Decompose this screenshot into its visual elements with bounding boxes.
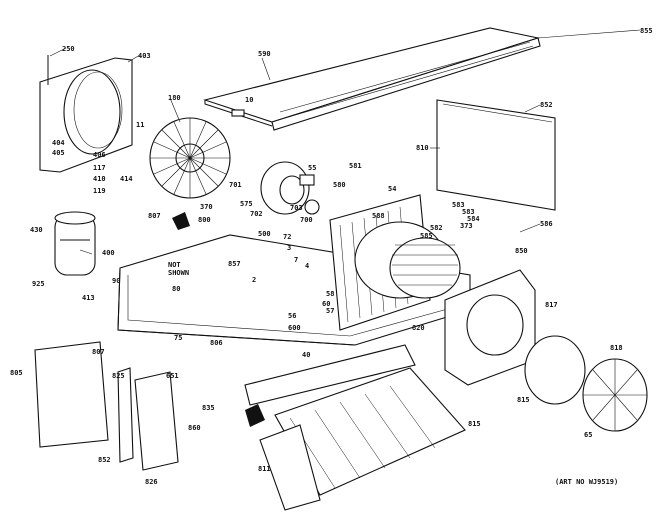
art-number: (ART NO WJ9519) [555, 478, 618, 486]
control-panel-part [34, 341, 109, 448]
callout-label: 835 [202, 404, 215, 412]
blower-housing-part [444, 269, 536, 386]
callout-label: 925 [32, 280, 45, 288]
callout-label: 850 [515, 247, 528, 255]
callout-label: 410 [93, 175, 106, 183]
callout-label: 588 [372, 212, 385, 220]
callout-label: 860 [188, 424, 201, 432]
callout-label: 55 [308, 164, 316, 172]
insulation-block-part [245, 404, 265, 427]
callout-label: 404 [52, 139, 65, 147]
motor-part [260, 161, 320, 215]
callout-label: 3 [287, 244, 291, 252]
callout-label: 40 [302, 351, 310, 359]
callout-label: 72 [283, 233, 291, 241]
callout-label: 815 [468, 420, 481, 428]
callout-label: 60 [322, 300, 330, 308]
callout-label: 403 [138, 52, 151, 60]
callout-label: 4 [305, 262, 309, 270]
top-cover-part [203, 27, 541, 131]
callout-label: 56 [288, 312, 296, 320]
blower-wheel-part [149, 117, 231, 199]
callout-label: 430 [30, 226, 43, 234]
callout-label: 852 [98, 456, 111, 464]
callout-label: 58 [326, 290, 334, 298]
callout-label: 651 [166, 372, 179, 380]
callout-label: 117 [93, 164, 106, 172]
callout-label: 811 [258, 465, 271, 473]
bracket-block-part [172, 212, 190, 230]
callout-label: 80 [172, 285, 180, 293]
callout-label: 500 [258, 230, 271, 238]
callout-label: 7 [294, 256, 298, 264]
callout-label: 815 [517, 396, 530, 404]
callout-labels: 250 403 180 590 855 852 810 10 11 404 40… [10, 27, 653, 486]
condenser-fan-part [524, 335, 648, 432]
callout-label: 855 [640, 27, 653, 35]
callout-label: 575 [240, 200, 253, 208]
callout-label: 586 [540, 220, 553, 228]
callout-label: 406 [93, 151, 106, 159]
callout-label: 700 [300, 216, 313, 224]
callout-label: 818 [610, 344, 623, 352]
callout-label: 54 [388, 185, 396, 193]
callout-label: 701 [229, 181, 242, 189]
callout-label: 75 [174, 334, 182, 342]
callout-label: 852 [540, 101, 553, 109]
callout-label: 600 [288, 324, 301, 332]
callout-label: 250 [62, 45, 75, 53]
not-shown-label: SHOWN [168, 269, 189, 277]
callout-label: 857 [228, 260, 241, 268]
callout-label: 817 [545, 301, 558, 309]
callout-label: 10 [245, 96, 253, 104]
callout-label: 806 [210, 339, 223, 347]
leader-lines [49, 29, 641, 255]
callout-label: 11 [136, 121, 144, 129]
callout-label: 180 [168, 94, 181, 102]
callout-label: 702 [250, 210, 263, 218]
callout-label: 582 [430, 224, 443, 232]
callout-label: 590 [258, 50, 271, 58]
callout-label: 703 [290, 204, 303, 212]
callout-label: 65 [584, 431, 592, 439]
callout-label: 57 [326, 307, 334, 315]
blower-scroll-part [354, 221, 461, 299]
callout-label: 413 [82, 294, 95, 302]
not-shown-label: NOT [168, 261, 181, 269]
callout-label: 581 [349, 162, 362, 170]
strip-part [117, 367, 179, 471]
front-grille-part [244, 344, 466, 511]
callout-label: 119 [93, 187, 106, 195]
compressor-part [54, 211, 96, 276]
fan-shroud-part [39, 55, 133, 173]
callout-label: 810 [416, 144, 429, 152]
callout-label: 583 [452, 201, 465, 209]
callout-label: 90 [112, 277, 120, 285]
callout-label: 825 [112, 372, 125, 380]
callout-label: 807 [92, 348, 105, 356]
callout-label: 400 [102, 249, 115, 257]
callout-label: 800 [198, 216, 211, 224]
callout-label: 807 [148, 212, 161, 220]
callout-label: 373 [460, 222, 473, 230]
callout-label: 583 [462, 208, 475, 216]
callout-label: 584 [467, 215, 480, 223]
callout-label: 585 [420, 232, 433, 240]
callout-label: 826 [145, 478, 158, 486]
callout-label: 370 [200, 203, 213, 211]
callout-label: 820 [412, 324, 425, 332]
callout-label: 405 [52, 149, 65, 157]
callout-label: 580 [333, 181, 346, 189]
callout-label: 414 [120, 175, 133, 183]
side-panel-part [436, 99, 556, 211]
callout-label: 2 [252, 276, 256, 284]
callout-label: 805 [10, 369, 23, 377]
